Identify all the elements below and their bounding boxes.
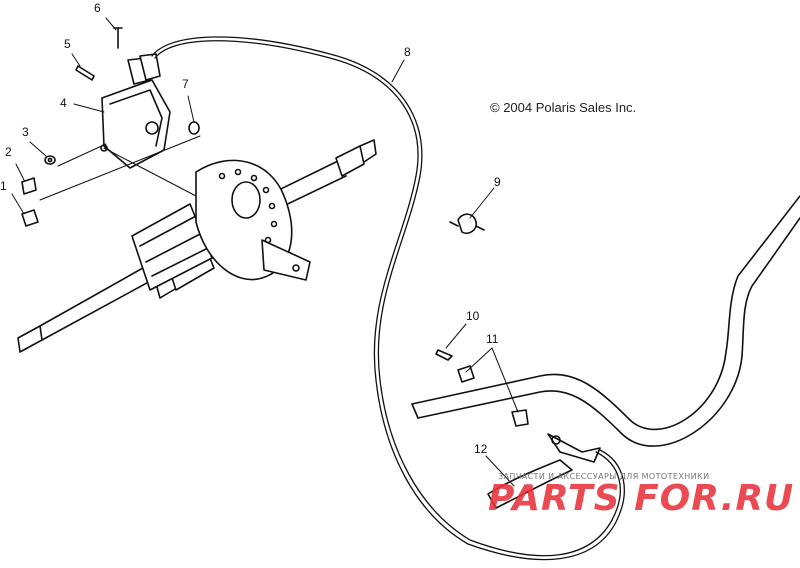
caliper-housing xyxy=(100,53,171,169)
callout-7: 7 xyxy=(182,77,189,91)
copyright-notice: © 2004 Polaris Sales Inc. xyxy=(490,100,637,115)
brake-disc xyxy=(195,159,311,281)
callout-3: 3 xyxy=(22,125,29,139)
callout-5: 5 xyxy=(64,37,71,51)
callout-6: 6 xyxy=(94,1,101,15)
callout-4: 4 xyxy=(60,96,67,110)
callout-2: 2 xyxy=(5,145,12,159)
watermark-logo: PARTS FOR.RU xyxy=(488,478,795,519)
callout-1: 1 xyxy=(0,179,7,193)
watermark-tagline: ЗАПЧАСТИ И АКСЕССУАРЫ ДЛЯ МОТОТЕХНИКИ xyxy=(498,472,710,481)
brake-cable xyxy=(151,36,625,561)
leader-lines xyxy=(11,17,519,487)
cable-clips xyxy=(435,213,529,427)
callout-9: 9 xyxy=(494,175,501,189)
hardware xyxy=(21,27,200,227)
callout-12: 12 xyxy=(474,442,488,456)
handlebar xyxy=(411,195,800,447)
brake-lever xyxy=(487,433,601,509)
callout-8: 8 xyxy=(404,45,411,59)
callout-11: 11 xyxy=(486,332,499,346)
callout-10: 10 xyxy=(466,309,480,323)
